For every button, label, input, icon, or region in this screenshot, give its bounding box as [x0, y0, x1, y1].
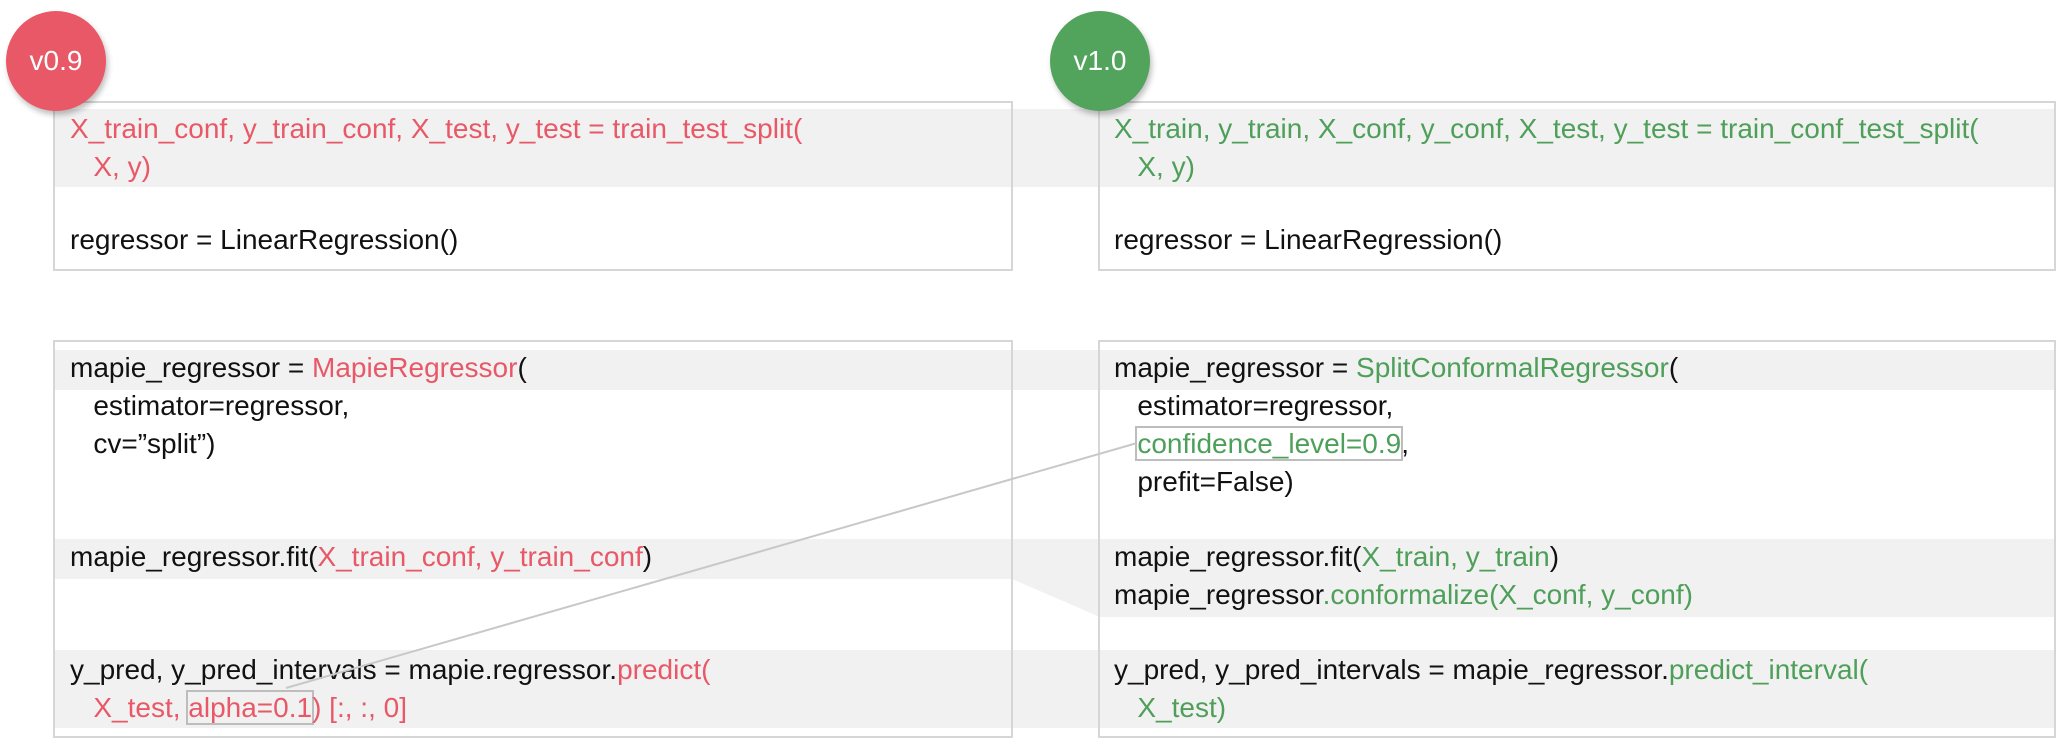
left-init-line2: estimator=regressor, — [93, 390, 350, 421]
right-init-band — [1100, 350, 2056, 390]
right-mapie-box — [1098, 340, 2056, 738]
right-fit-prefix: mapie_regressor.fit( — [1114, 541, 1362, 572]
left-regressor-line: regressor = LinearRegression() — [70, 224, 459, 255]
predict-band-connector — [1012, 650, 1100, 728]
left-predict-method: predict( — [617, 654, 711, 685]
right-fit-args: X_train, y_train — [1361, 541, 1550, 572]
left-fit-code: mapie_regressor.fit(X_train_conf, y_trai… — [70, 538, 652, 576]
left-alpha-param: alpha=0.1 — [186, 690, 315, 725]
right-regressor-line: regressor = LinearRegression() — [1114, 224, 1503, 255]
left-predict-xtest: X_test, — [93, 692, 189, 723]
left-split-line2: X, y) — [93, 151, 151, 182]
right-init-paren: ( — [1668, 352, 1679, 383]
version-old-badge: v0.9 — [6, 11, 106, 111]
right-predict-code: y_pred, y_pred_intervals = mapie_regress… — [1114, 651, 1868, 727]
left-init-band — [54, 350, 1012, 390]
alpha-to-confidence-connector — [285, 442, 1136, 689]
left-init-code: mapie_regressor = MapieRegressor( estima… — [70, 349, 527, 463]
split-band-connector — [1012, 109, 1100, 187]
right-init-line4: prefit=False) — [1137, 466, 1294, 497]
left-init-line3: cv=”split”) — [93, 428, 216, 459]
left-split-band — [54, 109, 1012, 187]
left-split-line1: X_train_conf, y_train_conf, X_test, y_te… — [70, 113, 803, 144]
right-init-prefix: mapie_regressor = — [1114, 352, 1357, 383]
right-fit-suffix: ) — [1549, 541, 1560, 572]
left-fit-band — [54, 539, 1012, 579]
right-split-line1: X_train, y_train, X_conf, y_conf, X_test… — [1114, 113, 1979, 144]
init-band-connector — [1012, 350, 1100, 390]
left-setup-box — [53, 101, 1013, 271]
right-predict-band — [1100, 650, 2056, 728]
left-regressor-code: regressor = LinearRegression() — [70, 221, 458, 259]
left-predict-prefix: y_pred, y_pred_intervals = mapie.regress… — [70, 654, 618, 685]
right-regressor-code: regressor = LinearRegression() — [1114, 221, 1502, 259]
version-new-badge: v1.0 — [1050, 11, 1150, 111]
right-predict-prefix: y_pred, y_pred_intervals = mapie_regress… — [1114, 654, 1669, 685]
left-init-paren: ( — [517, 352, 527, 383]
left-init-prefix: mapie_regressor = — [70, 352, 313, 383]
right-fit-band — [1100, 539, 2056, 617]
left-fit-prefix: mapie_regressor.fit( — [70, 541, 318, 572]
right-split-code: X_train, y_train, X_conf, y_conf, X_test… — [1114, 110, 1979, 186]
right-fit-code: mapie_regressor.fit(X_train, y_train) ma… — [1114, 538, 1693, 614]
left-split-code: X_train_conf, y_train_conf, X_test, y_te… — [70, 110, 802, 186]
left-predict-band — [54, 650, 1012, 728]
fit-band-connector — [1012, 539, 1100, 617]
left-predict-slice: ) [:, :, 0] — [312, 692, 407, 723]
right-init-line2: estimator=regressor, — [1137, 390, 1394, 421]
right-setup-box — [1098, 101, 2056, 271]
right-confidence-param: confidence_level=0.9 — [1135, 426, 1404, 461]
left-mapie-box — [53, 340, 1013, 738]
left-predict-code: y_pred, y_pred_intervals = mapie.regress… — [70, 651, 710, 727]
right-split-line2: X, y) — [1137, 151, 1195, 182]
right-predict-method: predict_interval( — [1668, 654, 1869, 685]
right-init-code: mapie_regressor = SplitConformalRegresso… — [1114, 349, 1678, 501]
left-init-class: MapieRegressor — [312, 352, 518, 383]
right-predict-line2: X_test) — [1137, 692, 1227, 723]
left-fit-suffix: ) — [642, 541, 653, 572]
right-init-class: SplitConformalRegressor — [1356, 352, 1669, 383]
right-conformalize-method: .conformalize(X_conf, y_conf) — [1322, 579, 1693, 610]
left-fit-args: X_train_conf, y_train_conf — [317, 541, 643, 572]
right-split-band — [1100, 109, 2056, 187]
right-init-comma: , — [1401, 428, 1409, 459]
right-conformalize-prefix: mapie_regressor — [1114, 579, 1323, 610]
